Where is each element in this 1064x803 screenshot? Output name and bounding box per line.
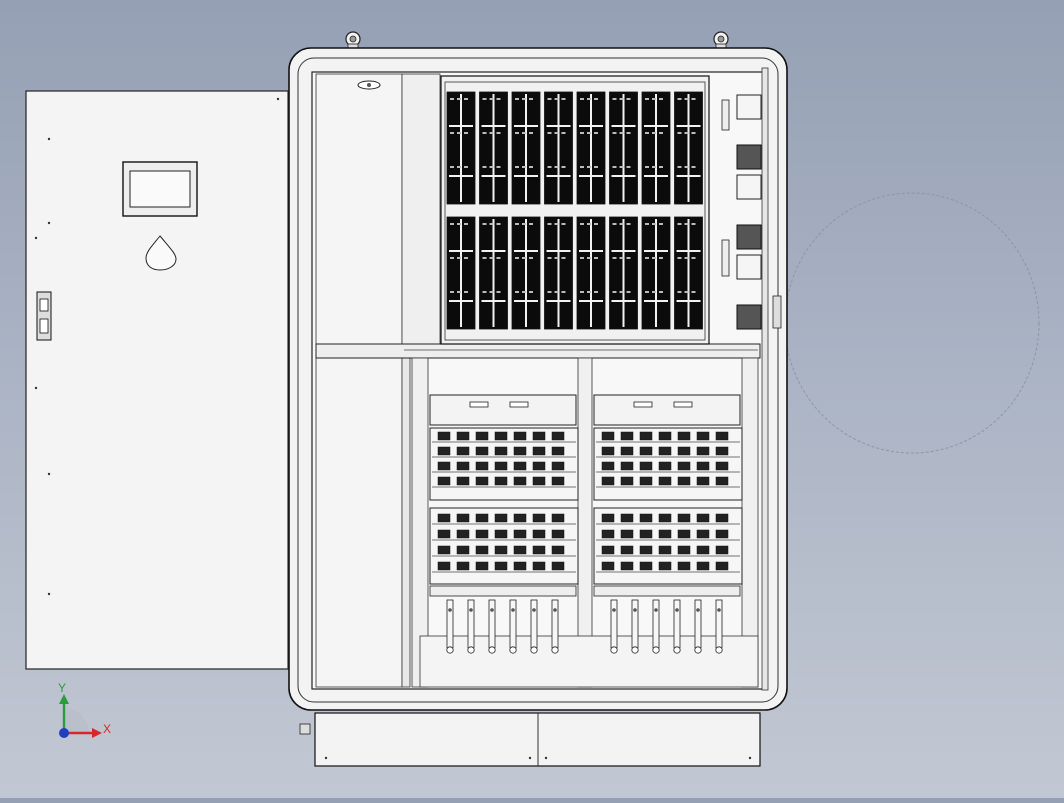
plinth [299,712,761,767]
circuit-module[interactable] [511,216,541,330]
circuit-module[interactable] [446,216,476,330]
busbar [610,599,618,654]
breaker-banks[interactable] [429,394,743,654]
busbar [673,599,681,654]
busbar [652,599,660,654]
selection-ghost-circle [784,192,1040,454]
circuit-module[interactable] [479,91,508,205]
door-latch[interactable] [36,291,52,341]
busbar [694,599,702,654]
door-drop-icon [145,235,177,271]
busbar [446,599,454,654]
coordinate-triad: Y X [58,681,111,738]
circuit-module[interactable] [641,216,671,330]
circuit-module[interactable] [609,91,638,205]
circuit-module[interactable] [479,216,508,330]
circuit-module[interactable] [641,91,671,205]
busbar [715,599,723,654]
side-fixtures [721,94,762,330]
circuit-module[interactable] [576,91,606,205]
y-axis-label: Y [58,681,66,695]
busbar [530,599,538,654]
circuit-module[interactable] [576,216,606,330]
lifting-eye [345,31,361,51]
module-rack[interactable] [440,75,710,345]
circuit-module[interactable] [544,216,573,330]
circuit-module[interactable] [674,91,703,205]
x-axis-label: X [103,722,111,736]
circuit-module[interactable] [511,91,541,205]
terminal-block[interactable] [593,394,743,597]
terminal-block[interactable] [429,394,579,597]
circuit-module[interactable] [609,216,638,330]
busbar [551,599,559,654]
circuit-module[interactable] [674,216,703,330]
busbar [467,599,475,654]
hmi-screen [122,161,198,217]
busbar [631,599,639,654]
busbar [509,599,517,654]
busbar [488,599,496,654]
circuit-module[interactable] [446,91,476,205]
z-axis-dot [59,728,69,738]
door-panel[interactable] [25,90,289,670]
circuit-module[interactable] [544,91,573,205]
